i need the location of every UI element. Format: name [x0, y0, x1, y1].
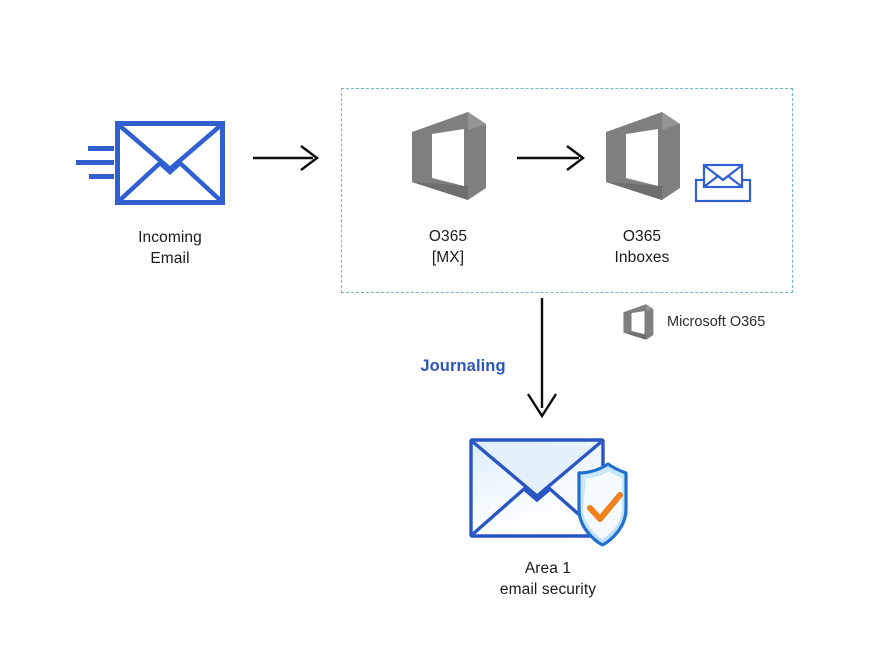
journaling-label: Journaling — [420, 357, 506, 375]
area1-label-line2: email security — [499, 581, 597, 598]
motion-lines-icon — [76, 143, 122, 185]
o365-boundary-zone — [341, 88, 793, 293]
arrow-incoming-to-mx — [253, 143, 323, 173]
arrow-inboxes-to-area1 — [524, 298, 560, 420]
inbox-tray-icon — [694, 163, 752, 203]
incoming-email-label-line2: Email — [150, 250, 190, 267]
o365-inboxes-label-line1: O365 — [622, 228, 662, 245]
area1-label-line1: Area 1 — [524, 560, 572, 577]
legend-label: Microsoft O365 — [667, 314, 766, 330]
envelope-icon — [115, 121, 225, 205]
incoming-email-label-line1: Incoming — [138, 229, 202, 246]
o365-mx-label-line2: [MX] — [431, 249, 465, 266]
legend-office365-icon — [621, 303, 655, 341]
envelope-shield-icon — [468, 433, 628, 551]
o365-inboxes-label-line2: Inboxes — [614, 249, 670, 266]
office365-icon-mx — [406, 110, 490, 202]
arrow-mx-to-inboxes — [517, 143, 589, 173]
o365-mx-label-line1: O365 — [428, 228, 468, 245]
office365-icon-inboxes — [600, 110, 684, 202]
